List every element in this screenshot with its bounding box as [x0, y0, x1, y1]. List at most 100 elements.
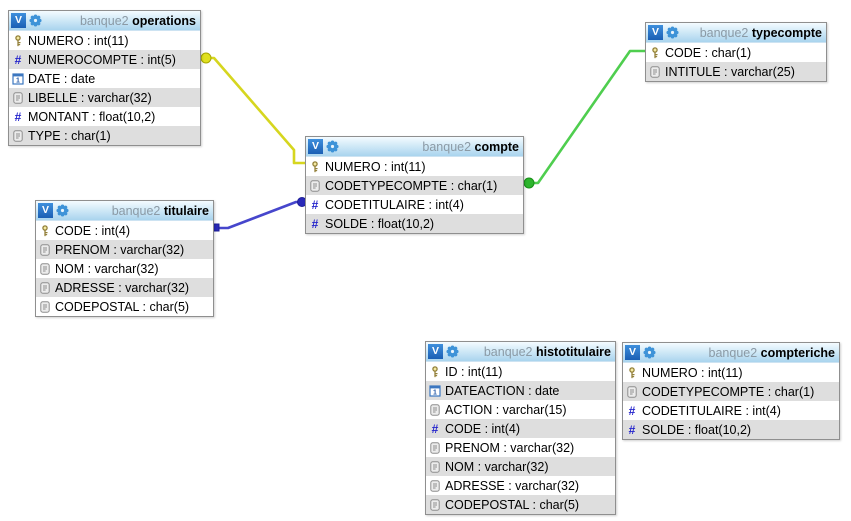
relation-operations-numerocompte-to-compte-numero[interactable] [199, 52, 307, 165]
field-label: CODETITULAIRE : int(4) [642, 403, 781, 418]
field-row-histotitulaire-codepostal[interactable]: CODEPOSTAL : char(5) [426, 495, 615, 514]
field-row-operations-libelle[interactable]: LIBELLE : varchar(32) [9, 88, 200, 107]
field-row-histotitulaire-action[interactable]: ACTION : varchar(15) [426, 400, 615, 419]
field-row-titulaire-code[interactable]: CODE : int(4) [36, 221, 213, 240]
field-row-typecompte-code[interactable]: CODE : char(1) [646, 43, 826, 62]
field-row-titulaire-nom[interactable]: NOM : varchar(32) [36, 259, 213, 278]
numeric-field-icon: # [14, 52, 22, 67]
toggle-v-icon[interactable]: V [308, 139, 323, 154]
field-row-compteriche-solde[interactable]: #SOLDE : float(10,2) [623, 420, 839, 439]
relation-endpoint-dot [523, 177, 535, 189]
field-row-titulaire-codepostal[interactable]: CODEPOSTAL : char(5) [36, 297, 213, 316]
primary-key-icon [38, 224, 52, 237]
field-row-compteriche-numero[interactable]: NUMERO : int(11) [623, 363, 839, 382]
field-row-compteriche-codetypecompte[interactable]: CODETYPECOMPTE : char(1) [623, 382, 839, 401]
table-title: banque2 titulaire [69, 204, 213, 218]
field-row-histotitulaire-nom[interactable]: NOM : varchar(32) [426, 457, 615, 476]
relation-compte-codetitulaire-to-titulaire-code[interactable] [211, 197, 307, 232]
field-label: INTITULE : varchar(25) [665, 64, 795, 79]
schema-label: banque2 [699, 25, 752, 40]
relation-line[interactable] [199, 56, 307, 165]
text-field-icon [38, 243, 52, 256]
field-row-operations-numero[interactable]: NUMERO : int(11) [9, 31, 200, 50]
table-name-label: compte [474, 139, 519, 154]
field-row-compte-codetypecompte[interactable]: CODETYPECOMPTE : char(1) [306, 176, 523, 195]
numeric-field-icon: # [431, 421, 439, 436]
numeric-field-icon: # [14, 109, 22, 124]
svg-text:1: 1 [16, 77, 20, 84]
field-label: TYPE : char(1) [28, 128, 111, 143]
text-field-icon [648, 65, 662, 78]
schema-label: banque2 [422, 139, 475, 154]
field-row-titulaire-adresse[interactable]: ADRESSE : varchar(32) [36, 278, 213, 297]
numeric-field-icon: # [311, 197, 319, 212]
primary-key-icon [648, 46, 662, 59]
table-title: banque2 histotitulaire [459, 345, 615, 359]
toggle-v-icon[interactable]: V [625, 345, 640, 360]
field-row-operations-numerocompte[interactable]: #NUMEROCOMPTE : int(5) [9, 50, 200, 69]
relation-line[interactable] [212, 200, 307, 230]
svg-text:1: 1 [433, 389, 437, 396]
field-row-histotitulaire-adresse[interactable]: ADRESSE : varchar(32) [426, 476, 615, 495]
field-row-compteriche-codetitulaire[interactable]: # CODETITULAIRE : int(4) [623, 401, 839, 420]
relation-line[interactable] [522, 49, 647, 185]
field-label: ADRESSE : varchar(32) [445, 478, 580, 493]
field-label: ACTION : varchar(15) [445, 402, 567, 417]
field-label: PRENOM : varchar(32) [445, 440, 575, 455]
relation-compte-codetypecompte-to-typecompte-code[interactable] [522, 49, 647, 189]
toggle-v-icon[interactable]: V [648, 25, 663, 40]
field-row-operations-montant[interactable]: # MONTANT : float(10,2) [9, 107, 200, 126]
field-row-compte-solde[interactable]: #SOLDE : float(10,2) [306, 214, 523, 233]
field-row-histotitulaire-code[interactable]: #CODE : int(4) [426, 419, 615, 438]
toggle-v-icon[interactable]: V [428, 344, 443, 359]
text-field-icon [428, 460, 442, 473]
text-field-icon [625, 385, 639, 398]
field-row-typecompte-intitule[interactable]: INTITULE : varchar(25) [646, 62, 826, 81]
schema-label: banque2 [708, 345, 761, 360]
field-row-operations-type[interactable]: TYPE : char(1) [9, 126, 200, 145]
table-name-label: typecompte [751, 25, 822, 40]
options-gear-icon[interactable] [643, 346, 656, 359]
text-field-icon [308, 179, 322, 192]
options-gear-icon[interactable] [666, 26, 679, 39]
field-label: CODE : int(4) [55, 223, 131, 238]
date-field-icon: 1 [428, 384, 442, 397]
toggle-v-icon[interactable]: V [11, 13, 26, 28]
field-label: CODETYPECOMPTE : char(1) [325, 178, 498, 193]
options-gear-icon[interactable] [326, 140, 339, 153]
field-row-compte-numero[interactable]: NUMERO : int(11) [306, 157, 523, 176]
options-gear-icon[interactable] [446, 345, 459, 358]
field-label: NUMERO : int(11) [642, 365, 743, 380]
field-label: PRENOM : varchar(32) [55, 242, 185, 257]
options-gear-icon[interactable] [29, 14, 42, 27]
field-label: LIBELLE : varchar(32) [28, 90, 152, 105]
field-label: ID : int(11) [445, 364, 503, 379]
field-label: MONTANT : float(10,2) [28, 109, 156, 124]
field-row-histotitulaire-id[interactable]: ID : int(11) [426, 362, 615, 381]
table-title: banque2 typecompte [679, 26, 826, 40]
toggle-v-icon[interactable]: V [38, 203, 53, 218]
options-gear-icon[interactable] [56, 204, 69, 217]
field-row-histotitulaire-prenom[interactable]: PRENOM : varchar(32) [426, 438, 615, 457]
numeric-field-icon: # [628, 403, 636, 418]
field-label: CODETYPECOMPTE : char(1) [642, 384, 815, 399]
field-row-titulaire-prenom[interactable]: PRENOM : varchar(32) [36, 240, 213, 259]
date-field-icon: 1 [11, 72, 25, 85]
field-row-compte-codetitulaire[interactable]: #CODETITULAIRE : int(4) [306, 195, 523, 214]
schema-label: banque2 [79, 13, 133, 28]
